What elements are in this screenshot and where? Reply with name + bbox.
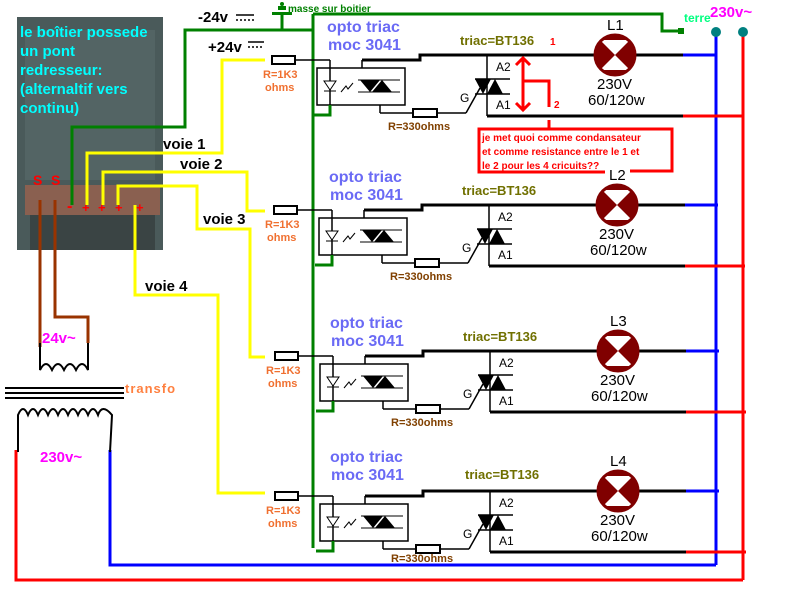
opto-label: moc 3041 [330,187,403,204]
pin-a2: A2 [499,356,514,370]
pin-a2: A2 [496,60,511,74]
opto-label: opto triac [330,315,403,332]
gate-resistor-label: R=330ohms [390,271,452,283]
pin-g: G [463,527,472,541]
lamp-name: L3 [610,313,627,330]
opto-label: moc 3041 [328,37,401,54]
triac-label: triac=BT136 [462,183,536,198]
primary-voltage: 230v~ [40,449,82,466]
signal-wiring [85,58,265,495]
transformer [5,200,124,453]
mark-2: 2 [554,100,560,111]
channel-4: opto triac moc 3041 R=1K3 ohms R=330ohms… [266,449,748,565]
lamp-voltage: 230V [599,226,634,243]
voie-label: voie 3 [203,211,246,228]
opto-label: opto triac [329,169,402,186]
gate-resistor-label: R=330ohms [388,121,450,133]
lamp-voltage: 230V [600,372,635,389]
lamp-power: 60/120w [588,92,645,109]
lamp-power: 60/120w [591,388,648,405]
ground-icon [272,2,292,15]
dc-symbol-icon [236,14,264,48]
question-annotation: 1 2 je met quoi comme condansateur et co… [477,37,674,174]
box-note-line: redresseur: [20,62,103,79]
lamp-name: L2 [609,167,626,184]
terminal-minus: - [67,198,72,215]
question-line: et comme resistance entre le 1 et [482,147,640,158]
voie-label: voie 1 [163,136,206,153]
gate-resistor-label: R=330ohms [391,553,453,565]
lamp-power: 60/120w [591,528,648,545]
terminal-s1: S [33,172,42,188]
pin-a1: A1 [496,98,511,112]
box-note-line: le boîtier possede [20,24,148,41]
question-line: le 2 pour les 4 cricuits?? [482,161,599,172]
input-resistor-label: ohms [265,82,294,94]
input-resistor-label: ohms [268,378,297,390]
lamp-name: L1 [607,17,624,34]
secondary-voltage: 24v~ [42,330,76,347]
opto-label: moc 3041 [331,333,404,350]
plus24-label: +24v [208,39,242,56]
mains-terminal [711,27,721,37]
terminal-s2: S [51,172,60,188]
opto-label: moc 3041 [331,467,404,484]
input-resistor-label: R=1K3 [263,69,298,81]
pin-a1: A1 [499,534,514,548]
earth-label: terre [684,11,711,25]
input-resistor-label: ohms [268,518,297,530]
opto-label: opto triac [327,19,400,36]
terminal-plus: + [98,200,106,215]
pin-a2: A2 [499,496,514,510]
terminal-plus: + [82,200,90,215]
terminal-plus: + [115,200,123,215]
lamp-power: 60/120w [590,242,647,259]
pin-g: G [462,241,471,255]
mains-label: 230v~ [710,4,752,21]
lamp-voltage: 230V [600,512,635,529]
input-resistor-label: R=1K3 [266,505,301,517]
transformer-label: transfo [125,381,176,396]
voie-label: voie 4 [145,278,188,295]
terminal-plus: + [136,200,144,215]
pin-a2: A2 [498,210,513,224]
pin-g: G [460,91,469,105]
input-resistor-label: R=1K3 [265,219,300,231]
triac-label: triac=BT136 [465,467,539,482]
earth-terminal [678,28,684,34]
mains-terminal [738,27,748,37]
box-note-line: un pont [20,43,75,60]
channel-2: opto triac moc 3041 R=1K3 ohms R=330ohms… [265,167,747,283]
voie-label: voie 2 [180,156,223,173]
box-note-line: (alternaltif vers [20,81,128,98]
gate-resistor-label: R=330ohms [391,417,453,429]
pin-g: G [463,387,472,401]
channel-1: opto triac moc 3041 R=1K3 ohms R=330ohms… [263,17,745,133]
triac-label: triac=BT136 [460,33,534,48]
lamp-name: L4 [610,453,627,470]
opto-label: opto triac [330,449,403,466]
mark-1: 1 [550,37,556,48]
ground-label: masse sur boitier [288,4,371,15]
ground-wiring [70,12,683,548]
question-line: je met quoi comme condansateur [481,133,641,144]
input-resistor-label: R=1K3 [266,365,301,377]
channel-3: opto triac moc 3041 R=1K3 ohms R=330ohms… [266,313,748,429]
triac-label: triac=BT136 [463,329,537,344]
pin-a1: A1 [499,394,514,408]
box-note-line: continu) [20,100,79,117]
input-resistor-label: ohms [267,232,296,244]
phase-wire [14,450,743,582]
minus24-label: -24v [198,9,229,26]
lamp-voltage: 230V [597,76,632,93]
pin-a1: A1 [498,248,513,262]
neutral-wire [108,450,716,567]
